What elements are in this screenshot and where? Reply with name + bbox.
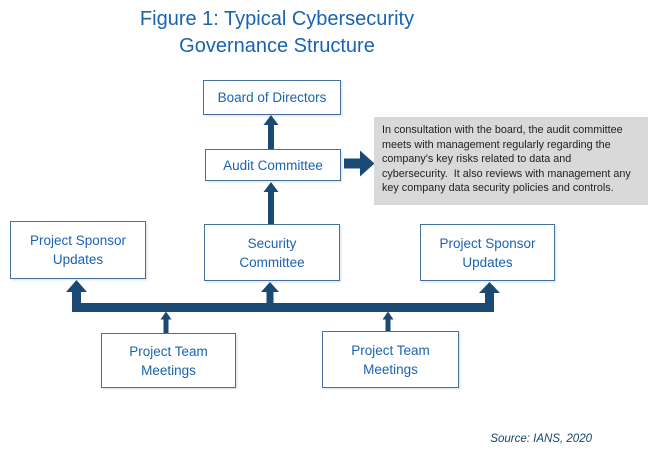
arrow-bar-to-sponsor-right-head [479, 282, 500, 293]
node-label: Project Team Meetings [129, 343, 208, 378]
reporting-bar [72, 291, 494, 312]
node-label: Security Committee [239, 235, 305, 270]
node-label: Project Sponsor Updates [439, 235, 536, 270]
node-label: Board of Directors [217, 90, 327, 105]
arrow-security-to-audit-head [263, 182, 279, 192]
node-label: Project Team Meetings [351, 342, 430, 377]
arrow-audit-to-board-head [263, 115, 279, 125]
arrow-team-left-head [160, 311, 172, 320]
figure-title-line2: Governance Structure [179, 35, 375, 57]
connector-team-left-stem [163, 317, 169, 333]
node-project-team-meetings-left: Project Team Meetings [101, 333, 236, 388]
arrow-security-to-audit-stem [268, 190, 274, 224]
node-project-sponsor-updates-left: Project Sponsor Updates [10, 221, 146, 279]
node-audit-committee: Audit Committee [205, 149, 341, 181]
annotation-audit-committee-note: In consultation with the board, the audi… [374, 117, 648, 205]
node-security-committee: Security Committee [204, 224, 340, 281]
figure-title: Figure 1: Typical Cybersecurity Governan… [2, 6, 552, 60]
node-project-team-meetings-right: Project Team Meetings [322, 331, 459, 388]
source-credit: Source: IANS, 2020 [490, 433, 592, 445]
node-project-sponsor-updates-right: Project Sponsor Updates [420, 224, 555, 281]
arrow-bar-to-sponsor-left-head [66, 280, 87, 292]
block-arrow-right-icon [344, 150, 375, 177]
connector-team-right-stem [385, 317, 391, 331]
arrow-team-right-head [382, 311, 394, 320]
arrow-bar-to-security-head [261, 282, 279, 292]
figure-title-line1: Figure 1: Typical Cybersecurity [139, 8, 415, 30]
arrow-bar-to-security-stem [266, 290, 274, 304]
node-board-of-directors: Board of Directors [203, 80, 341, 115]
node-label: Audit Committee [223, 157, 323, 173]
node-label: Project Sponsor Updates [29, 233, 127, 267]
arrow-audit-to-board-stem [268, 122, 274, 150]
